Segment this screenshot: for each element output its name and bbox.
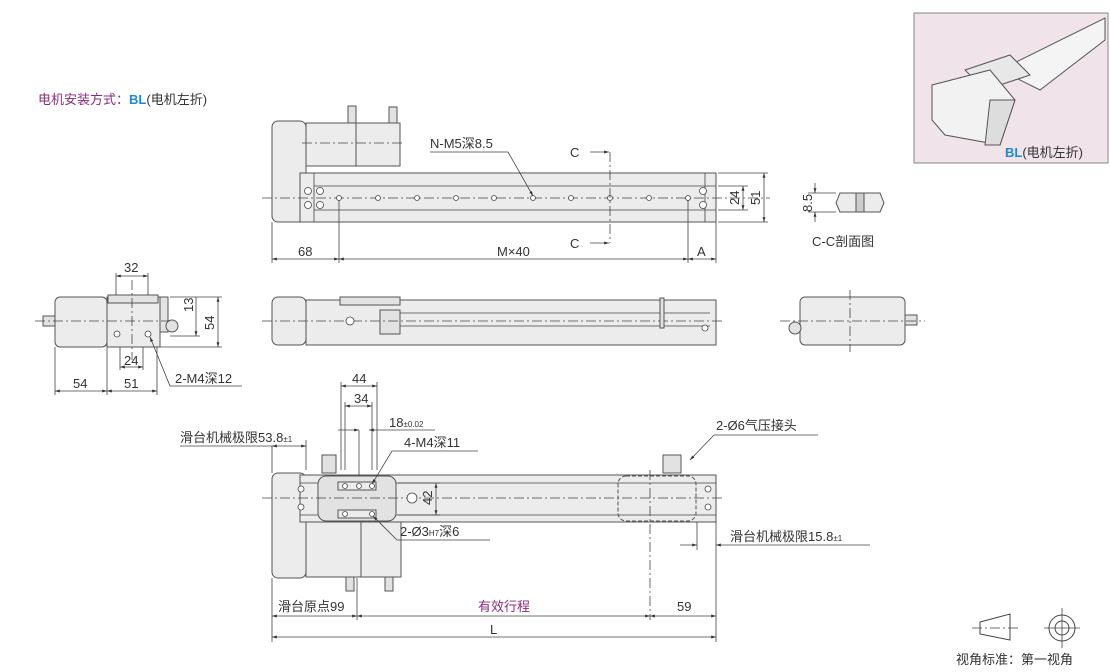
mount-label: 电机安装方式：BL(电机左折) [38, 92, 207, 107]
dim-pitch: M×40 [497, 244, 530, 259]
dim-51: 51 [124, 376, 138, 391]
limit-left: 滑台机械极限53.8±1 [180, 430, 293, 445]
dim-44: 44 [352, 371, 366, 386]
dim-origin: 滑台原点99 [278, 599, 344, 614]
dim-13: 13 [181, 298, 196, 312]
tap-label: N-M5深8.5 [430, 136, 493, 151]
section-title: C-C剖面图 [812, 234, 874, 249]
dim-54-vertical: 54 [202, 316, 217, 330]
projection-label: 视角标准：第一视角 [956, 652, 1073, 667]
dim-l: L [490, 622, 497, 637]
section-mark: C [570, 145, 579, 160]
top-view: N-M5深8.5 C C 68 M×40 A 24 51 [262, 105, 770, 263]
bottom-view: 44 34 18±0.02 4-M4深11 滑台机械极限53.8±1 2-Ø6气… [180, 371, 870, 642]
side-view [262, 296, 725, 346]
dim-59: 59 [677, 599, 691, 614]
end-view-right [780, 290, 925, 352]
section-cc: 8.5 C-C剖面图 [800, 183, 885, 249]
dim-8-5: 8.5 [800, 194, 815, 212]
dim-54-horizontal: 54 [73, 376, 87, 391]
thumbnail-caption: BL(电机左折) [1005, 145, 1083, 160]
dim-68: 68 [298, 244, 312, 259]
dim-32: 32 [124, 260, 138, 275]
dim-a: A [697, 244, 706, 259]
dim-51: 51 [748, 191, 763, 205]
tap-label: 4-M4深11 [404, 435, 460, 450]
dim-stroke: 有效行程 [478, 599, 530, 614]
dim-24: 24 [124, 353, 138, 368]
dim-18: 18±0.02 [389, 415, 424, 430]
projection-symbol: 视角标准：第一视角 [956, 608, 1080, 667]
dim-24: 24 [727, 191, 742, 205]
section-mark: C [570, 236, 579, 251]
limit-right: 滑台机械极限15.8±1 [730, 529, 843, 544]
product-thumbnail: BL(电机左折) [913, 12, 1109, 164]
dim-34: 34 [354, 391, 368, 406]
end-view: 32 13 54 24 54 51 2-M4深12 [35, 260, 242, 395]
dim-42: 42 [420, 491, 435, 505]
air-fitting-label: 2-Ø6气压接头 [716, 418, 797, 433]
pin-label: 2-Ø3H7深6 [400, 524, 459, 539]
tap-label: 2-M4深12 [175, 371, 232, 386]
